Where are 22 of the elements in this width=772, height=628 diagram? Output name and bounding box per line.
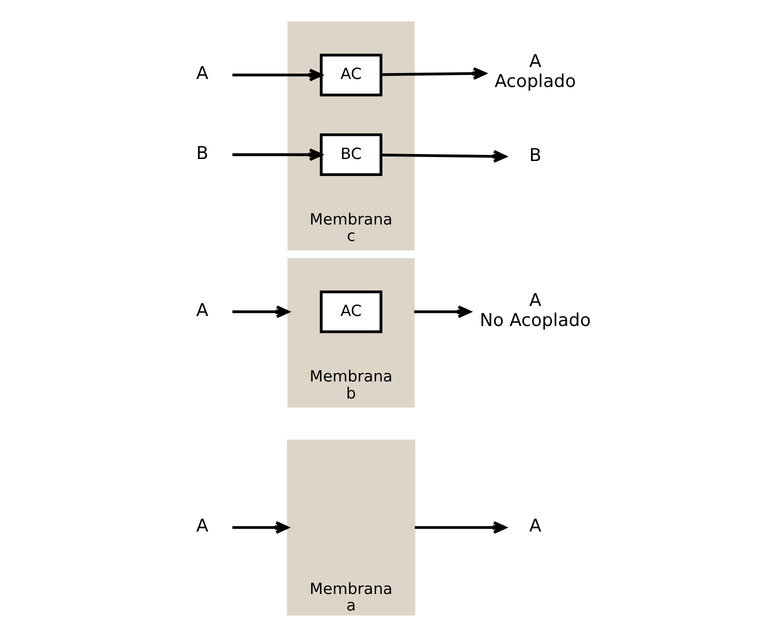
arrow — [232, 521, 288, 534]
node-text: A — [528, 291, 541, 312]
arrow — [232, 305, 289, 318]
node-text: B — [196, 144, 208, 164]
arrow — [380, 150, 506, 163]
node-text: A — [196, 516, 208, 537]
node-box: AC — [319, 290, 382, 334]
node-box: BC — [319, 133, 382, 176]
node-text: A — [196, 300, 208, 321]
node-label: No Acoplado — [479, 310, 590, 331]
node-text: A — [528, 516, 541, 537]
node-text: A — [528, 52, 541, 72]
node-text: A — [196, 64, 208, 84]
arrow — [414, 305, 471, 318]
node-box: AC — [319, 54, 382, 96]
arrow — [232, 148, 322, 162]
arrow — [414, 521, 506, 534]
arrow — [380, 67, 486, 80]
node-label: Acoplado — [494, 72, 576, 92]
node-box: Membrana a — [286, 440, 415, 616]
node-text: B — [528, 146, 541, 166]
arrow — [232, 68, 322, 82]
